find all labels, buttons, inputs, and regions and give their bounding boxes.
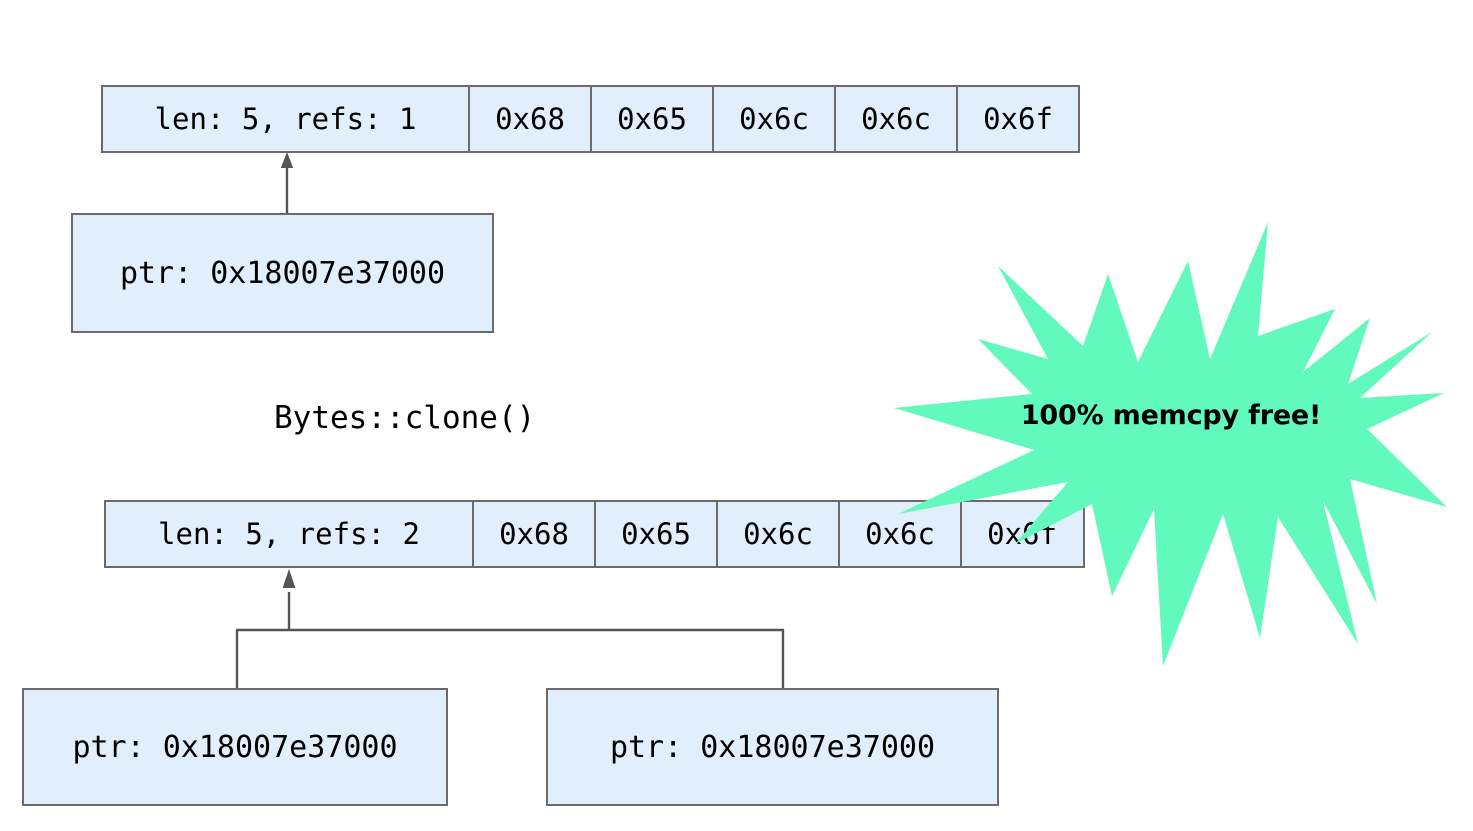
operation-label: Bytes::clone() [274,400,536,436]
memory-row-after-header: len: 5, refs: 2 [106,502,472,566]
starburst-label: 100% memcpy free! [1020,400,1322,431]
memory-row-before: len: 5, refs: 1 0x68 0x65 0x6c 0x6c 0x6f [101,85,1080,153]
memory-row-before-header: len: 5, refs: 1 [103,87,468,151]
ptr-box-before-label: ptr: 0x18007e37000 [119,255,446,291]
ptr-box-after-left: ptr: 0x18007e37000 [22,688,448,806]
byte-cell: 0x6c [712,87,834,151]
starburst-badge [894,222,1447,666]
memory-row-after: len: 5, refs: 2 0x68 0x65 0x6c 0x6c 0x6f [104,500,1085,568]
byte-cell: 0x6c [716,502,838,566]
bracket-bottom-ptrs-to-row [235,569,785,688]
byte-cell: 0x6c [834,87,956,151]
byte-cell: 0x68 [472,502,594,566]
ptr-box-after-left-label: ptr: 0x18007e37000 [72,729,398,765]
byte-cell: 0x65 [590,87,712,151]
starburst-shape [894,222,1447,666]
ptr-box-after-right: ptr: 0x18007e37000 [546,688,999,806]
byte-cell: 0x6f [956,87,1078,151]
ptr-box-after-right-label: ptr: 0x18007e37000 [609,729,936,765]
arrow-top-ptr-to-row [280,152,294,213]
byte-cell: 0x65 [594,502,716,566]
byte-cell: 0x6c [838,502,960,566]
byte-cell: 0x68 [468,87,590,151]
ptr-box-before: ptr: 0x18007e37000 [71,213,494,333]
